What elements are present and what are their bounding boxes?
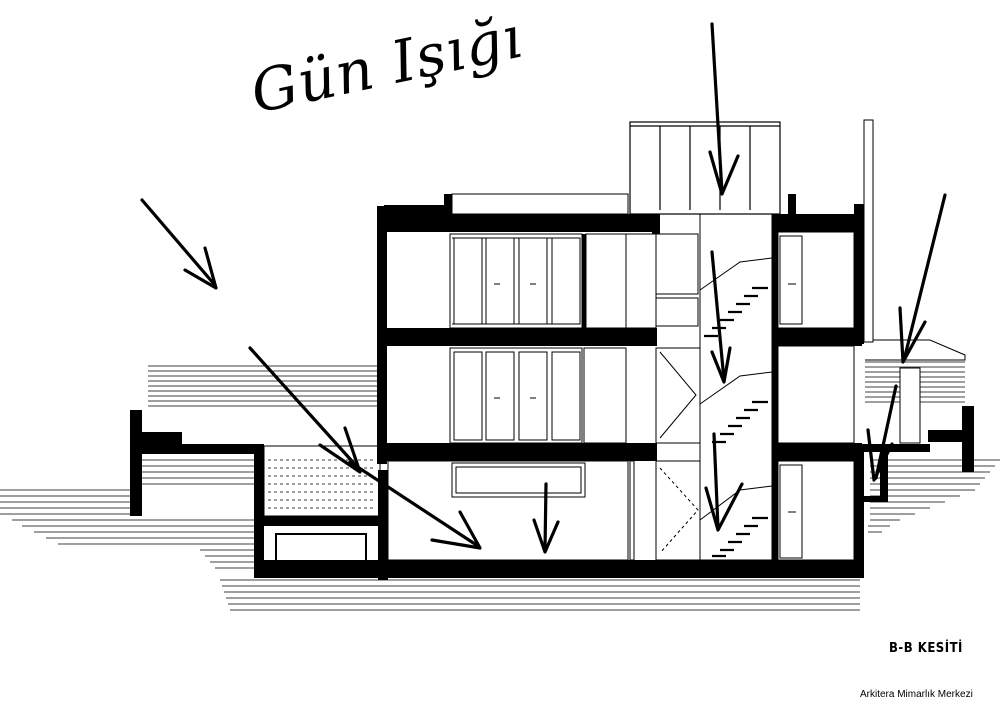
windows-floor-3 xyxy=(449,233,699,329)
sun-arrow-right xyxy=(902,193,947,362)
right-post xyxy=(863,119,874,343)
right-retaining-wall xyxy=(864,406,974,502)
foundation-slab xyxy=(254,560,864,578)
roof-lantern xyxy=(629,121,781,215)
sun-arrow-right-lower xyxy=(874,384,898,480)
sunlight-arrows xyxy=(140,22,947,554)
ground-floor xyxy=(387,460,701,561)
neighbor-chimney xyxy=(899,367,921,444)
window-mullion-3b xyxy=(625,233,657,329)
windows-floor-2 xyxy=(449,347,701,444)
section-title: B-B KESİTİ xyxy=(889,641,963,656)
sun-arrow-stair-2 xyxy=(712,432,720,530)
left-retaining-wall xyxy=(130,410,264,578)
sun-arrow-lantern xyxy=(710,22,724,194)
sun-arrow-long xyxy=(248,346,362,472)
sun-arrow-left xyxy=(140,198,216,286)
credit-text: Arkitera Mimarlık Merkezi xyxy=(860,689,973,700)
ground-hatch xyxy=(0,459,1000,611)
window-mullion-3 xyxy=(582,234,586,328)
pool xyxy=(263,445,388,580)
sun-arrow-down xyxy=(543,482,548,552)
roof-parapet xyxy=(377,193,629,263)
sun-arrow-stair-1 xyxy=(710,250,726,382)
stair-treads xyxy=(704,286,768,558)
sun-arrow-interior xyxy=(348,460,480,548)
pool-machine-room xyxy=(275,533,367,565)
building-structure xyxy=(377,194,864,574)
right-bay xyxy=(777,231,855,561)
